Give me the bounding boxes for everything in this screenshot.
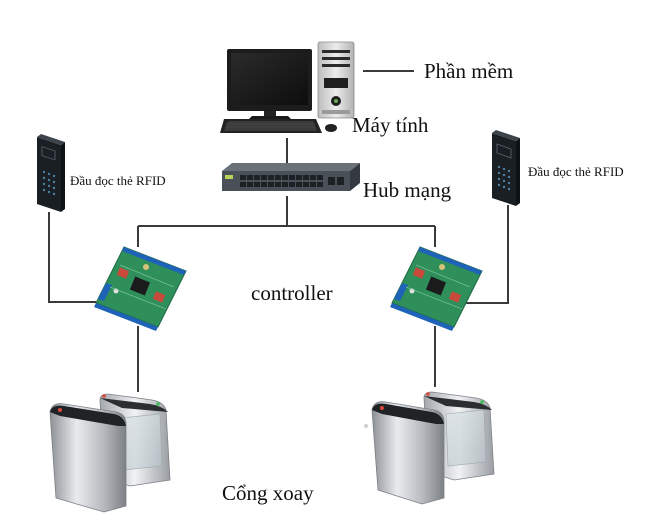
rfid-reader-right-label: Đầu đọc thẻ RFID	[528, 164, 624, 179]
right-reader-line	[462, 205, 509, 304]
controller-board-left	[94, 246, 187, 331]
pc-tower	[317, 41, 355, 119]
computer	[220, 41, 355, 133]
turnstile-label: Cổng xoay	[222, 481, 314, 505]
turnstile-left	[49, 393, 171, 513]
mouse	[325, 124, 337, 132]
connection-lines	[48, 70, 509, 392]
rfid-reader-right	[492, 130, 520, 206]
rfid-reader-left	[37, 134, 65, 212]
network-switch	[222, 163, 360, 191]
hub-label: Hub mạng	[363, 178, 452, 202]
keyboard	[220, 119, 322, 133]
controller-board-right	[390, 246, 483, 331]
software-label: Phần mềm	[424, 59, 514, 83]
turnstile-right	[364, 391, 495, 505]
rfid-reader-left-label: Đầu đọc thẻ RFID	[70, 173, 166, 188]
left-reader-line	[48, 212, 96, 303]
computer-label: Máy tính	[352, 113, 429, 137]
controller-label: controller	[251, 281, 333, 305]
monitor	[227, 49, 312, 120]
